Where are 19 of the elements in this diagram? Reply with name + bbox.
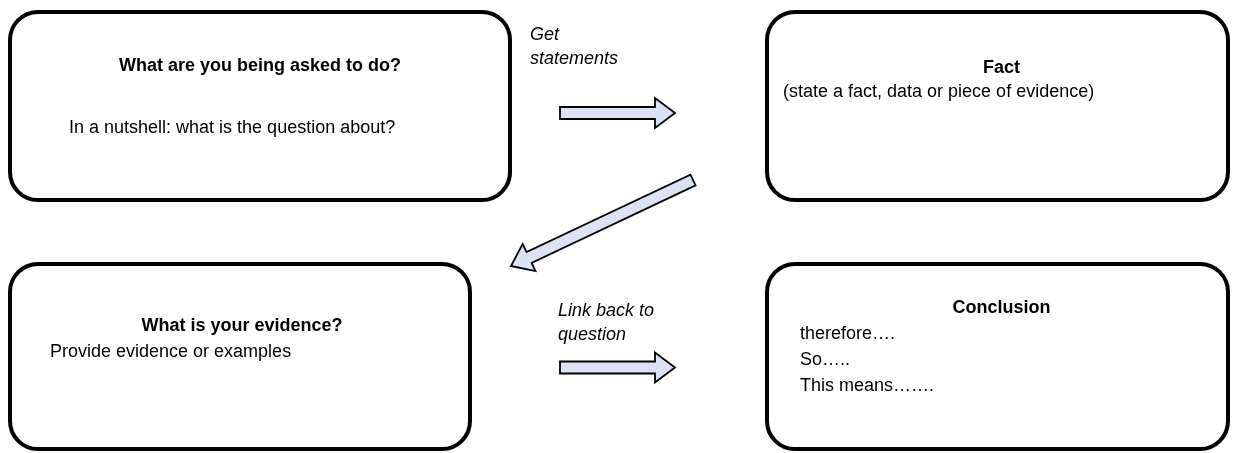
block-arrow <box>509 173 697 273</box>
block-arrow <box>559 96 677 130</box>
edge-label: Get statements <box>530 23 620 70</box>
box-text: So….. <box>800 348 852 371</box>
rounded-box <box>8 262 472 451</box>
rounded-box <box>8 10 512 202</box>
box-text: Provide evidence or examples <box>50 340 293 363</box>
box-text: therefore…. <box>800 322 897 345</box>
box-heading: Fact <box>982 56 1021 79</box>
box-text: This means……. <box>800 374 936 397</box>
box-heading: Conclusion <box>951 296 1052 319</box>
rounded-box <box>765 262 1230 451</box>
box-heading: What are you being asked to do? <box>117 54 402 77</box>
box-heading: What is your evidence? <box>140 314 344 337</box>
box-text: In a nutshell: what is the question about? <box>69 116 397 139</box>
block-arrow <box>559 350 677 385</box>
box-text: (state a fact, data or piece of evidence) <box>783 80 1096 103</box>
edge-label: Link back to question <box>558 299 656 346</box>
rounded-box <box>765 10 1230 202</box>
